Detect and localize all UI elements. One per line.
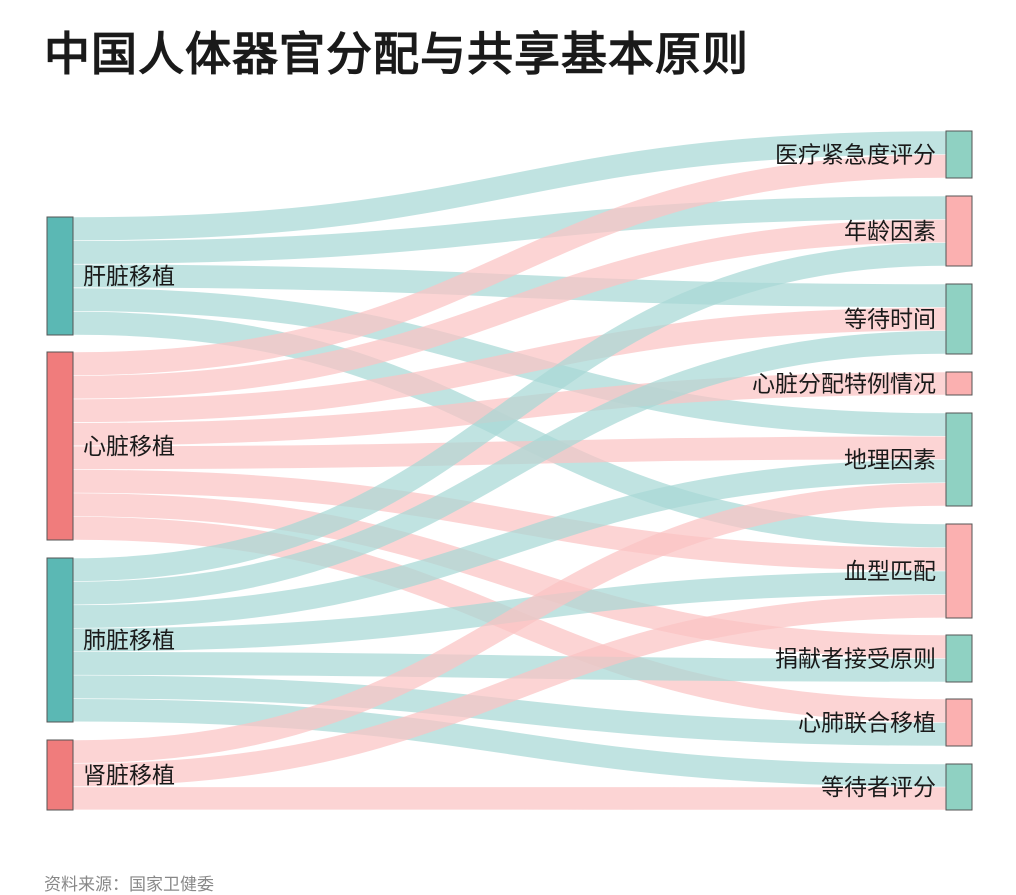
target-node-donor	[946, 635, 972, 682]
target-label-heartlung: 心肺联合移植	[798, 711, 936, 737]
target-node-wait	[946, 284, 972, 354]
target-label-heart_special: 心脏分配特例情况	[752, 372, 936, 398]
source-node-kidney	[47, 740, 73, 810]
target-label-age: 年龄因素	[844, 219, 936, 245]
target-node-geo	[946, 413, 972, 506]
source-label-heart: 心脏移植	[83, 434, 175, 460]
source-note: 资料来源：国家卫健委	[44, 870, 214, 895]
target-node-heart_special	[946, 372, 972, 395]
target-label-waitscore: 等待者评分	[821, 775, 936, 801]
target-node-age	[946, 196, 972, 266]
target-label-donor: 捐献者接受原则	[775, 647, 936, 673]
target-label-geo: 地理因素	[844, 448, 936, 474]
target-node-urgency	[946, 131, 972, 178]
target-label-urgency: 医疗紧急度评分	[775, 143, 936, 169]
target-node-blood	[946, 524, 972, 618]
source-label-liver: 肝脏移植	[83, 264, 175, 290]
links-layer	[73, 143, 946, 799]
source-node-liver	[47, 217, 73, 335]
target-label-blood: 血型匹配	[844, 559, 936, 585]
target-node-heartlung	[946, 699, 972, 746]
target-node-waitscore	[946, 764, 972, 810]
source-label-lung: 肺脏移植	[83, 628, 175, 654]
source-node-heart	[47, 352, 73, 540]
source-label-kidney: 肾脏移植	[83, 763, 175, 789]
source-node-lung	[47, 558, 73, 722]
target-label-wait: 等待时间	[844, 307, 936, 333]
